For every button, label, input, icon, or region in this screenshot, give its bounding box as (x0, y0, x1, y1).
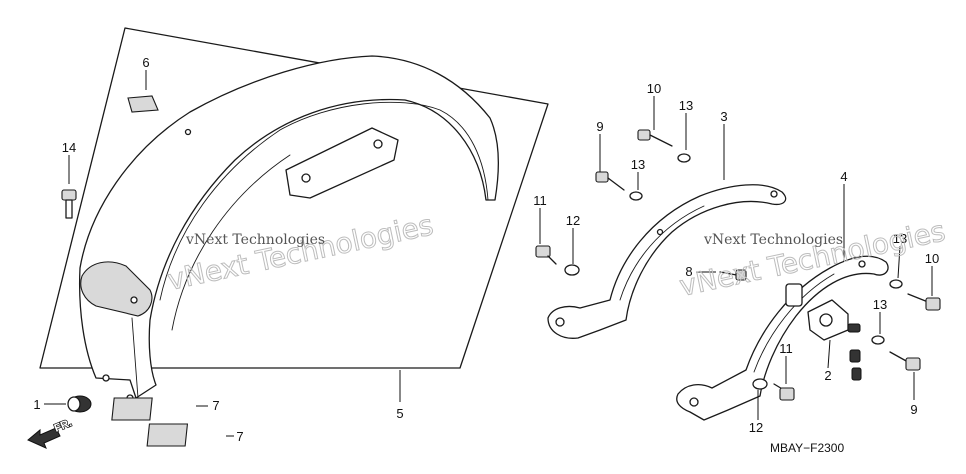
callout-13-c: 13 (893, 231, 907, 246)
callout-10-upper: 10 (647, 81, 661, 96)
callout-4: 4 (840, 169, 847, 184)
callout-8: 8 (685, 264, 692, 279)
front-label: FR. (53, 417, 74, 435)
callout-9-right: 9 (910, 402, 917, 417)
callout-12-right: 12 (749, 420, 763, 435)
part-4-side-stay (676, 255, 889, 421)
callout-13-a: 13 (679, 98, 693, 113)
part-13-washer-d (871, 335, 885, 345)
callout-10-right: 10 (925, 251, 939, 266)
watermark-outline-left: vNext Technologies (165, 208, 437, 297)
callout-7-upper: 7 (212, 398, 219, 413)
callout-7-lower: 7 (236, 429, 243, 444)
part-13-washer-b (629, 191, 643, 201)
watermark-text-left: vNext Technologies (185, 232, 325, 248)
callout-14: 14 (62, 140, 76, 155)
callout-13-b: 13 (631, 157, 645, 172)
part-6-pad (127, 95, 159, 113)
part-9-bolt-upper (595, 171, 625, 191)
part-2-helmet-lock (807, 299, 862, 381)
callout-11-left: 11 (533, 193, 547, 208)
callout-13-d: 13 (873, 297, 887, 312)
part-11-bolt-right (773, 383, 795, 401)
part-1-grommet (67, 395, 92, 413)
front-direction-arrow: FR. (27, 416, 74, 449)
part-10-bolt-upper (637, 129, 673, 147)
callout-5: 5 (396, 406, 403, 421)
part-13-washer-c (889, 279, 903, 289)
watermark-text-right: vNext Technologies (703, 232, 843, 248)
part-12-washer-left (564, 264, 580, 276)
part-12-washer-right (752, 378, 768, 390)
part-13-washer-a (677, 153, 691, 163)
diagram-code: MBAY−F2300 (770, 441, 844, 455)
part-3-side-stay (547, 184, 787, 339)
callout-1: 1 (33, 397, 40, 412)
callout-6: 6 (142, 55, 149, 70)
callout-3: 3 (720, 109, 727, 124)
callout-9-upper: 9 (596, 119, 603, 134)
part-7-reflector-upper (111, 397, 153, 421)
part-9-bolt-right (889, 351, 921, 371)
leader-lines (44, 70, 933, 437)
part-8-screw (719, 269, 747, 281)
part-11-bolt-left (535, 245, 557, 265)
callout-11-right: 11 (779, 341, 793, 356)
part-14-bolt (61, 189, 77, 219)
rear-fender (79, 55, 499, 402)
callout-2: 2 (824, 368, 831, 383)
callout-12-left: 12 (566, 213, 580, 228)
part-7-reflector-lower (146, 423, 189, 447)
part-10-bolt-right (907, 293, 941, 311)
